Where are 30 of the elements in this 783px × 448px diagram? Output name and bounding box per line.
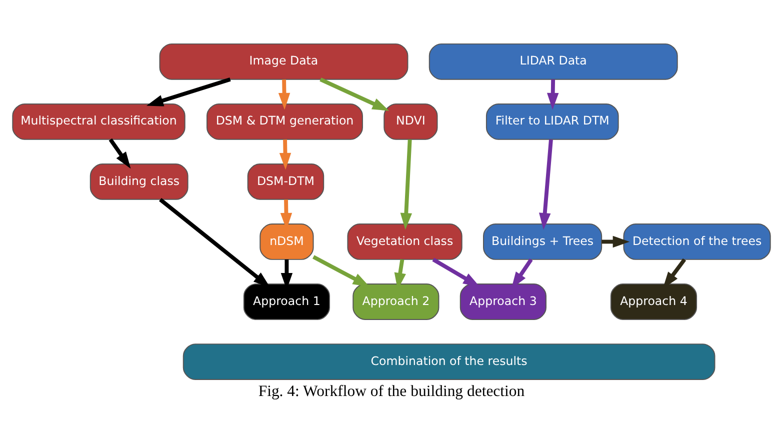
arrow: [539, 138, 553, 230]
arrow: [146, 77, 231, 106]
node-box: DSM-DTM: [247, 163, 324, 200]
node-box: Combination of the results: [182, 343, 716, 380]
arrow: [108, 138, 131, 168]
arrow: [159, 198, 270, 288]
arrow: [320, 77, 390, 110]
arrow: [400, 138, 412, 230]
node-box: Approach 1: [243, 283, 330, 320]
node-box: NDVI: [384, 102, 438, 140]
node-box: Image Data: [159, 42, 408, 80]
node-box: LIDAR Data: [428, 42, 678, 80]
arrow: [432, 257, 480, 287]
node-box: nDSM: [260, 223, 314, 260]
node-box: Multispectral classification: [12, 102, 186, 140]
arrow: [312, 254, 370, 286]
node-box: DSM & DTM generation: [206, 102, 363, 140]
node-box: Approach 3: [460, 283, 546, 320]
node-box: Detection of the trees: [623, 223, 771, 260]
arrow: [279, 138, 292, 170]
node-box: Filter to LIDAR DTM: [486, 102, 619, 140]
node-box: Building class: [90, 163, 188, 200]
node-box: Approach 2: [352, 283, 440, 320]
node-box: Buildings + Trees: [483, 223, 602, 260]
caption: Fig. 4: Workflow of the building detection: [258, 382, 525, 400]
arrow: [278, 78, 290, 110]
node-box: Vegetation class: [347, 223, 462, 260]
arrow: [546, 78, 559, 110]
node-box: Approach 4: [610, 283, 698, 320]
arrow: [602, 235, 630, 248]
